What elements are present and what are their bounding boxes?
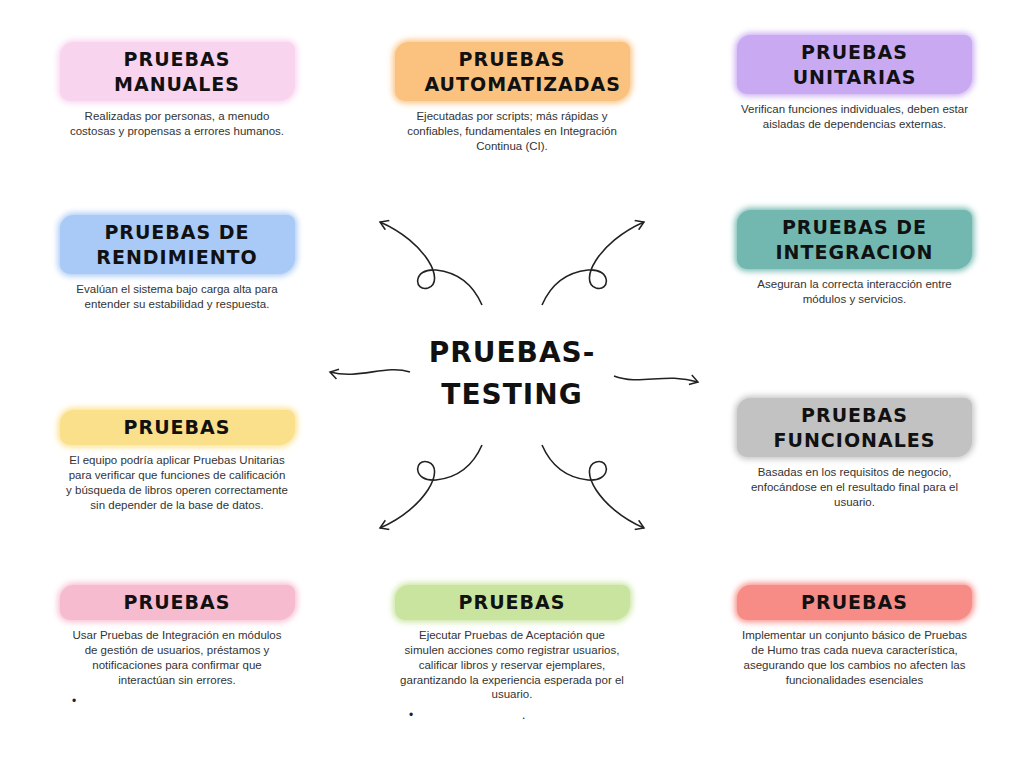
stray-mark: . xyxy=(522,708,525,722)
brush-heading: PRUEBAS AUTOMATIZADAS xyxy=(395,42,630,101)
description-text: Ejecutar Pruebas de Aceptación que simul… xyxy=(392,628,632,703)
topic-card: PRUEBAS Ejecutar Pruebas de Aceptación qu… xyxy=(392,585,632,702)
heading-text: PRUEBAS xyxy=(459,590,566,615)
description-text: Basadas en los requisitos de negocio, en… xyxy=(732,465,977,510)
curly-arrow xyxy=(380,445,482,528)
brush-heading: PRUEBAS MANUALES xyxy=(60,42,295,101)
topic-card: PRUEBAS UNITARIAS Verifican funciones ind… xyxy=(732,35,977,132)
topic-card: PRUEBAS Usar Pruebas de Integración en mó… xyxy=(57,585,297,687)
curly-arrow xyxy=(542,445,644,528)
stray-mark: • xyxy=(409,708,413,722)
heading-text: PRUEBAS FUNCIONALES xyxy=(767,403,942,452)
description-text: Realizadas por personas, a menudo costos… xyxy=(57,109,297,139)
heading-text: PRUEBAS AUTOMATIZADAS xyxy=(425,47,600,96)
description-text: El equipo podría aplicar Pruebas Unitari… xyxy=(57,453,297,513)
curly-arrow xyxy=(614,376,698,382)
topic-card: PRUEBAS AUTOMATIZADAS Ejecutadas por scri… xyxy=(392,42,632,154)
topic-card: PRUEBAS El equipo podría aplicar Pruebas … xyxy=(57,410,297,512)
curly-arrow xyxy=(330,370,410,375)
description-text: Verifican funciones individuales, deben … xyxy=(732,102,977,132)
description-text: Aseguran la correcta interacción entre m… xyxy=(732,277,977,307)
heading-text: PRUEBAS xyxy=(801,590,908,615)
description-text: Usar Pruebas de Integración en módulos d… xyxy=(57,628,297,688)
brush-heading: PRUEBAS DE RENDIMIENTO xyxy=(60,215,295,274)
brush-heading: PRUEBAS xyxy=(60,410,295,445)
central-title: PRUEBAS-TESTING xyxy=(422,332,602,416)
brush-heading: PRUEBAS xyxy=(737,585,972,620)
topic-card: PRUEBAS DE RENDIMIENTO Evalúan el sistema… xyxy=(57,215,297,312)
brush-heading: PRUEBAS xyxy=(60,585,295,620)
topic-card: PRUEBAS DE INTEGRACION Aseguran la correc… xyxy=(732,210,977,307)
curly-arrow xyxy=(380,222,482,305)
description-text: Implementar un conjunto básico de Prueba… xyxy=(732,628,977,688)
topic-card: PRUEBAS MANUALES Realizadas por personas,… xyxy=(57,42,297,139)
arrow-group xyxy=(330,222,698,528)
curly-arrow xyxy=(542,222,644,305)
heading-text: PRUEBAS DE RENDIMIENTO xyxy=(90,220,265,269)
heading-text: PRUEBAS DE INTEGRACION xyxy=(767,215,942,264)
topic-card: PRUEBAS FUNCIONALES Basadas en los requis… xyxy=(732,398,977,510)
stray-mark: • xyxy=(72,694,76,708)
description-text: Evalúan el sistema bajo carga alta para … xyxy=(57,282,297,312)
heading-text: PRUEBAS xyxy=(124,415,231,440)
brush-heading: PRUEBAS UNITARIAS xyxy=(737,35,972,94)
brush-heading: PRUEBAS DE INTEGRACION xyxy=(737,210,972,269)
topic-card: PRUEBAS Implementar un conjunto básico de… xyxy=(732,585,977,687)
heading-text: PRUEBAS UNITARIAS xyxy=(767,40,942,89)
description-text: Ejecutadas por scripts; más rápidas y co… xyxy=(392,109,632,154)
brush-heading: PRUEBAS xyxy=(395,585,630,620)
brush-heading: PRUEBAS FUNCIONALES xyxy=(737,398,972,457)
heading-text: PRUEBAS MANUALES xyxy=(90,47,265,96)
heading-text: PRUEBAS xyxy=(124,590,231,615)
